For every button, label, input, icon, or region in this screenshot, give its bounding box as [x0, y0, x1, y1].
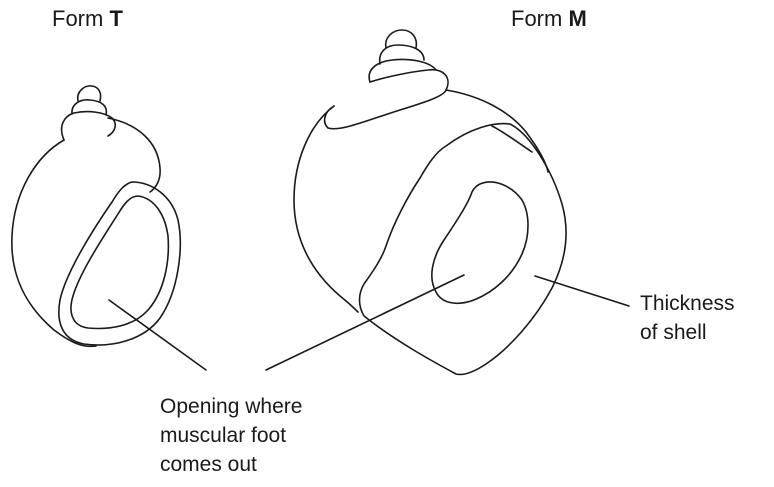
shell-m-lip-outer [360, 124, 567, 375]
shell-m-right-side [446, 90, 548, 172]
opening-label-line-1: Opening where [160, 392, 302, 421]
thickness-label-line-2: of shell [640, 318, 735, 347]
shell-m-body-whorl [294, 106, 358, 312]
shell-form-t [12, 86, 180, 346]
shell-m-shoulder-whorl [325, 90, 446, 129]
shell-t-apex-whorl-3 [62, 112, 116, 140]
shell-t-apex-whorl-1 [78, 86, 101, 101]
shell-t-aperture-outer [59, 182, 180, 345]
opening-label: Opening where muscular foot comes out [160, 392, 302, 479]
leader-line-opening-form-m [266, 275, 464, 370]
shell-t-right-side [108, 118, 160, 192]
leader-line-thickness [535, 276, 629, 306]
shell-t-body-whorl [12, 140, 96, 346]
opening-label-line-3: comes out [160, 450, 302, 479]
shell-m-suture [492, 126, 532, 152]
leader-line-opening-form-t [109, 300, 206, 370]
shell-m-aperture [432, 182, 528, 303]
opening-label-line-2: muscular foot [160, 421, 302, 450]
thickness-label: Thickness of shell [640, 289, 735, 347]
thickness-label-line-1: Thickness [640, 289, 735, 318]
shell-form-m [294, 30, 566, 375]
shell-m-apex-whorl-4 [370, 70, 448, 90]
